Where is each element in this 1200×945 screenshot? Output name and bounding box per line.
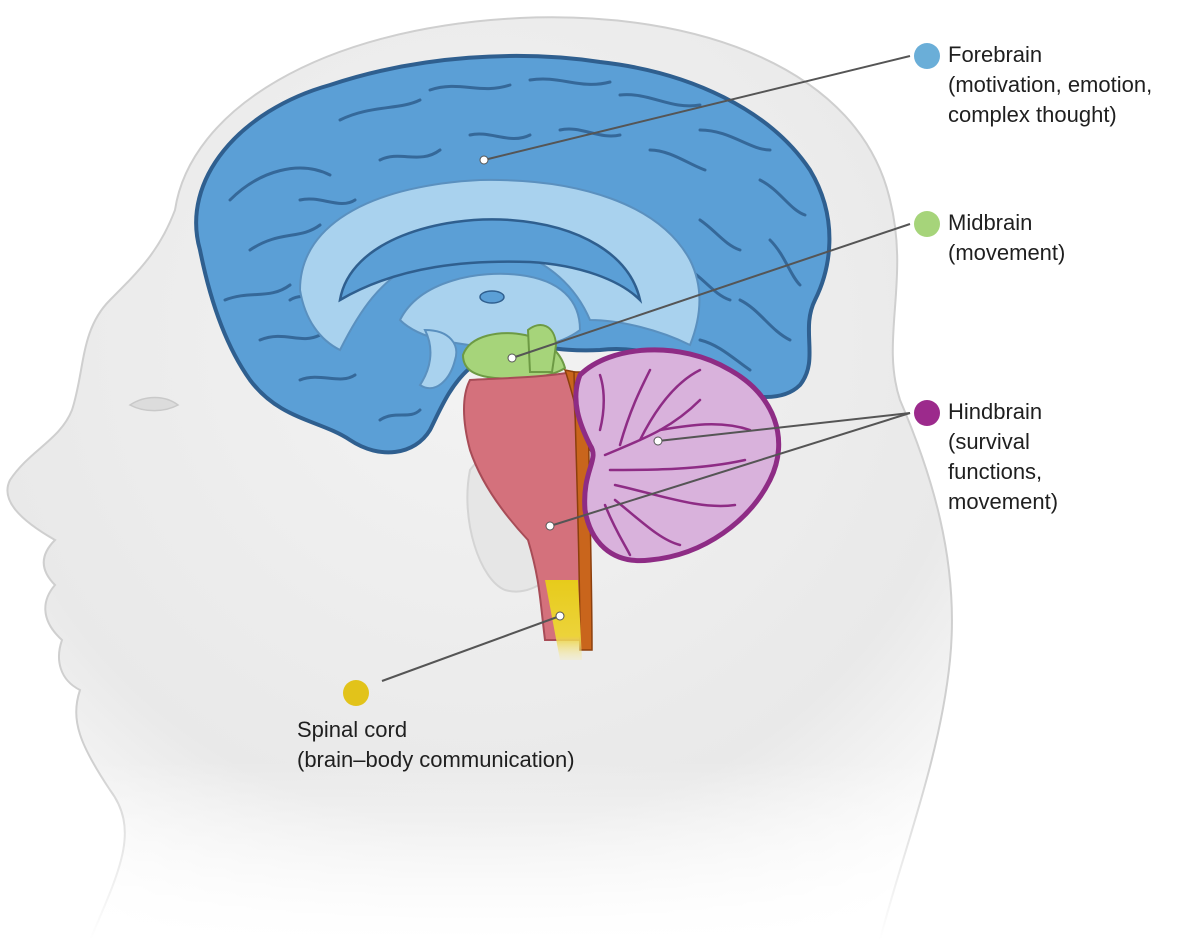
forebrain-dot — [914, 43, 940, 69]
midbrain-leader-line — [511, 223, 911, 359]
ventricle-mark — [479, 290, 505, 304]
midbrain-dot — [914, 211, 940, 237]
corpus-callosum — [338, 218, 643, 304]
forebrain-name: Forebrain — [948, 42, 1043, 67]
midbrain-desc-line1: (movement) — [948, 240, 1066, 265]
forebrain-label: Forebrain (motivation, emotion, complex … — [948, 40, 1152, 130]
hindbrain-label: Hindbrain (survival functions, movement) — [948, 397, 1058, 517]
midbrain-name: Midbrain — [948, 210, 1033, 235]
hindbrain-name: Hindbrain — [948, 399, 1043, 424]
eye-shape — [128, 396, 180, 412]
hindbrain-desc-line1: (survival — [948, 429, 1030, 454]
forebrain-leader-line — [483, 55, 911, 161]
hindbrain-dot — [914, 400, 940, 426]
gyri-folds — [223, 77, 807, 422]
spinal-cord-dot — [343, 680, 369, 706]
spinal-cord-label: Spinal cord (brain–body communication) — [297, 715, 575, 775]
leader-lines — [381, 55, 911, 682]
hindbrain-leader-line-1 — [657, 412, 911, 442]
spinal-cord-desc-line1: (brain–body communication) — [297, 747, 575, 772]
hindbrain-desc-line3: movement) — [948, 489, 1059, 514]
midbrain-label: Midbrain (movement) — [948, 208, 1065, 268]
spinal-cord-shape — [545, 580, 582, 660]
hindbrain-desc-line2: functions, — [948, 459, 1043, 484]
hindbrain-leader-line-2 — [549, 412, 911, 527]
forebrain-desc-line1: (motivation, emotion, — [948, 72, 1153, 97]
arbor-vitae — [598, 368, 752, 557]
spinal-cord-name: Spinal cord — [297, 717, 408, 742]
leader-endpoints — [479, 155, 663, 621]
forebrain-inner — [298, 178, 701, 352]
hypothalamus-region — [418, 328, 458, 390]
spinal-cord-leader-line — [381, 615, 561, 682]
forebrain-desc-line2: complex thought) — [948, 102, 1117, 127]
